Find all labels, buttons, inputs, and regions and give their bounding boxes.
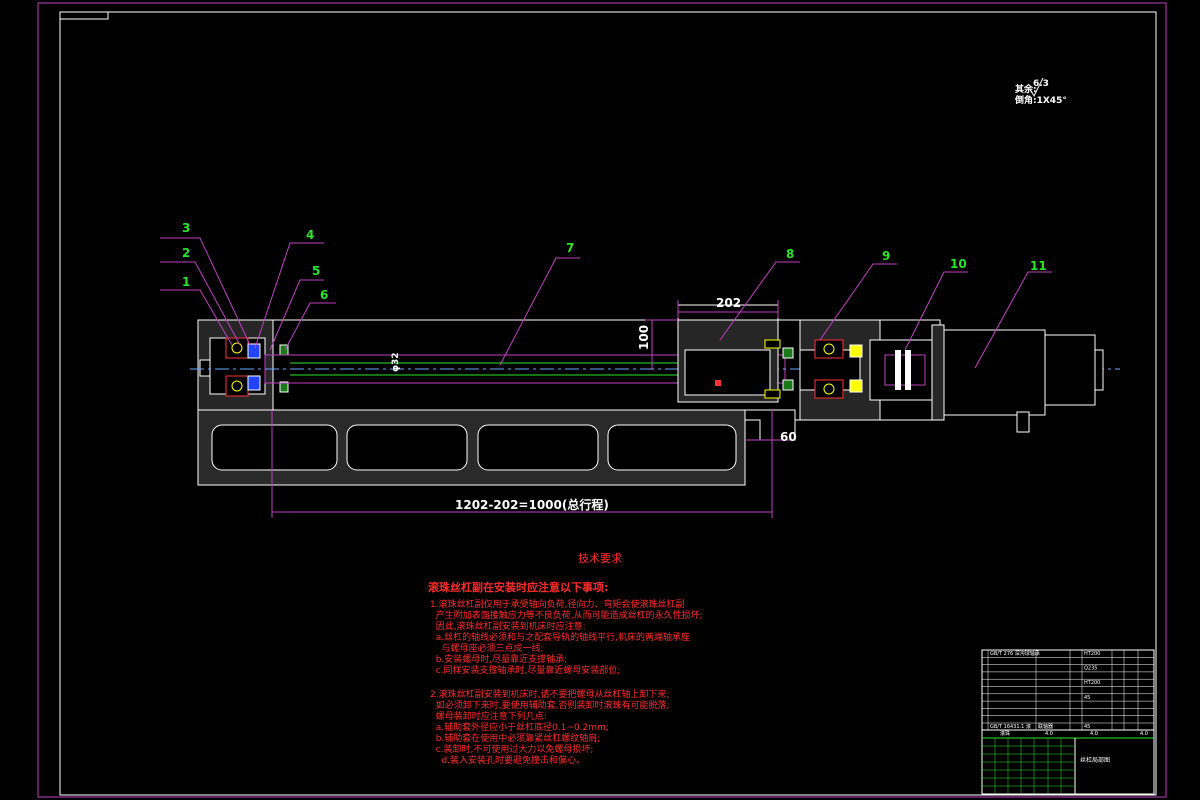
roughness-symbol-icon xyxy=(1029,77,1044,98)
tech-line: d.装入安装孔时要避免撞击和偏心。 xyxy=(430,754,585,766)
drawing-title: 丝杠局部图 xyxy=(1080,756,1110,764)
parts-cell: 联轴器 xyxy=(1038,723,1053,730)
parts-cell: Q235 xyxy=(1084,666,1097,672)
tech-line: 产生附加表面接触应力等不良负荷,从而可能造成丝杠的永久性损坏; xyxy=(430,609,703,621)
callout-1: 1 xyxy=(182,275,190,289)
parts-cell: GB/T 276 深沟球轴承 xyxy=(990,650,1040,657)
parts-cell: 45 xyxy=(1084,724,1090,730)
nut-bolt-top xyxy=(764,339,781,349)
parts-list-frame xyxy=(981,649,1155,731)
right-ball-top xyxy=(823,343,835,355)
parts-cell: HT200 xyxy=(1084,651,1100,657)
motor-connector xyxy=(1016,411,1030,433)
left-nut-top xyxy=(247,343,261,359)
tech-line: c.装卸时,不可使用过大力以免螺母损坏; xyxy=(430,743,593,755)
tech-line: a.丝杠的轴线必须和与之配套导轨的轴线平行,机床的两端轴承座 xyxy=(430,631,690,643)
parts-list-grid xyxy=(982,650,1154,730)
title-grid xyxy=(982,738,1075,794)
nut-bolt-bottom xyxy=(764,389,781,399)
pocket-3 xyxy=(477,424,599,471)
parts-cell: 45 xyxy=(1084,695,1090,701)
nut-body xyxy=(684,349,771,396)
footer-mid1: 4.0 xyxy=(1045,731,1053,737)
callout-4: 4 xyxy=(306,228,314,242)
left-ball-bottom xyxy=(231,380,243,392)
tech-line: 螺母装卸时应注意下列几点: xyxy=(430,710,547,722)
dim-60: 60 xyxy=(780,430,797,444)
dimension-lines xyxy=(271,300,795,518)
tech-requirements: 技术要求 滚珠丝杠副在安装时应注意以下事项: 1.滚珠丝杠副仅用于承受轴向负荷,… xyxy=(428,552,703,766)
right-nut-top xyxy=(849,344,863,358)
corner-box xyxy=(59,11,109,20)
motor-adapter xyxy=(931,324,945,421)
assembly-drawing: φ32 xyxy=(190,304,1120,486)
callout-7: 7 xyxy=(566,241,574,255)
chamfer-note: 倒角:1X45° xyxy=(1014,94,1067,106)
motor-body xyxy=(1044,334,1096,406)
left-shaft-end xyxy=(199,359,211,377)
dim-202: 202 xyxy=(716,296,741,310)
tech-title: 技术要求 xyxy=(578,552,622,565)
coupling-jaw-1 xyxy=(895,350,901,390)
roughness-note: 其余: 6.3 倒角:1X45° xyxy=(1014,77,1067,106)
tech-line: 2.滚珠丝杠副安装到机床时,请不要把螺母从丝杠轴上卸下来; xyxy=(430,688,669,700)
callout-5: 5 xyxy=(312,264,320,278)
callout-11: 11 xyxy=(1030,259,1047,273)
footer-right: 4.0 xyxy=(1140,731,1148,737)
seal-bottom xyxy=(279,381,289,393)
tech-heading: 滚珠丝杠副在安装时应注意以下事项: xyxy=(428,580,608,594)
motor-encoder xyxy=(1094,349,1104,391)
tech-line: 与螺母座必须三点成一线; xyxy=(430,642,543,654)
callout-3: 3 xyxy=(182,221,190,235)
tech-line: b.辅助套在使用中必须靠紧丝杠螺纹轴肩; xyxy=(430,732,600,744)
inner-frame xyxy=(59,11,1157,796)
shaft-diameter: φ32 xyxy=(391,352,401,372)
tech-line: 1.滚珠丝杠副仅用于承受轴向负荷,径向力、弯矩会使滚珠丝杠副 xyxy=(430,598,684,610)
tech-line: c.同样安装支撑轴承时,尽量靠近螺母安装部位; xyxy=(430,664,620,676)
left-bearing-bottom xyxy=(225,375,249,397)
right-seal-bottom xyxy=(782,379,794,391)
left-ball-top xyxy=(231,342,243,354)
callout-2: 2 xyxy=(182,246,190,260)
left-nut-bottom xyxy=(247,375,261,391)
footer-left: 滚珠 xyxy=(1000,730,1010,737)
tech-lines: 1.滚珠丝杠副仅用于承受轴向负荷,径向力、弯矩会使滚珠丝杠副 产生附加表面接触应… xyxy=(430,598,703,766)
dim-total-stroke: 1202-202=1000(总行程) xyxy=(455,497,609,512)
right-bearing-top xyxy=(814,339,844,359)
right-seal-top xyxy=(782,347,794,359)
callout-labels: 3 2 1 4 5 6 7 8 9 10 11 xyxy=(182,221,1047,302)
tech-line: a.辅助套外径应小于丝杠底径0.1~0.2mm; xyxy=(430,721,609,733)
title-block: 丝杠局部图 滚珠 4.0 4.0 4.0 GB/T 276 深沟球轴承GB/T … xyxy=(981,649,1155,795)
right-bearing-bottom xyxy=(814,379,844,399)
callout-6: 6 xyxy=(320,288,328,302)
callout-8: 8 xyxy=(786,247,794,261)
callout-9: 9 xyxy=(882,249,890,263)
motor-flange xyxy=(939,329,1046,416)
parts-text: GB/T 276 深沟球轴承GB/T 16431.1 滚联轴器HT200Q235… xyxy=(990,650,1100,730)
dim-100: 100 xyxy=(637,325,651,350)
footer-mid2: 4.0 xyxy=(1090,731,1098,737)
roughness-value: 6.3 xyxy=(1033,79,1049,89)
pocket-1 xyxy=(211,424,338,471)
pocket-2 xyxy=(346,424,468,471)
pocket-4 xyxy=(607,424,737,471)
leader-lines xyxy=(160,237,1052,369)
tech-line: b.安装螺母时,尽量靠近支撑轴承; xyxy=(430,653,567,665)
right-ball-bottom xyxy=(823,383,835,395)
coupling-jaw-2 xyxy=(905,350,911,390)
tech-line: 因此,滚珠丝杠副安装到机床时应注意: xyxy=(430,620,586,632)
right-nut-bottom xyxy=(849,379,863,393)
parts-cell: GB/T 16431.1 滚 xyxy=(990,723,1031,730)
parts-cell: HT200 xyxy=(1084,680,1100,686)
tech-line: 如必须卸下来时,要使用辅助套,否则装卸时滚珠有可能脱落; xyxy=(430,699,669,711)
nut-mark xyxy=(715,380,721,386)
outer-frame xyxy=(37,2,1167,798)
callout-10: 10 xyxy=(950,257,967,271)
